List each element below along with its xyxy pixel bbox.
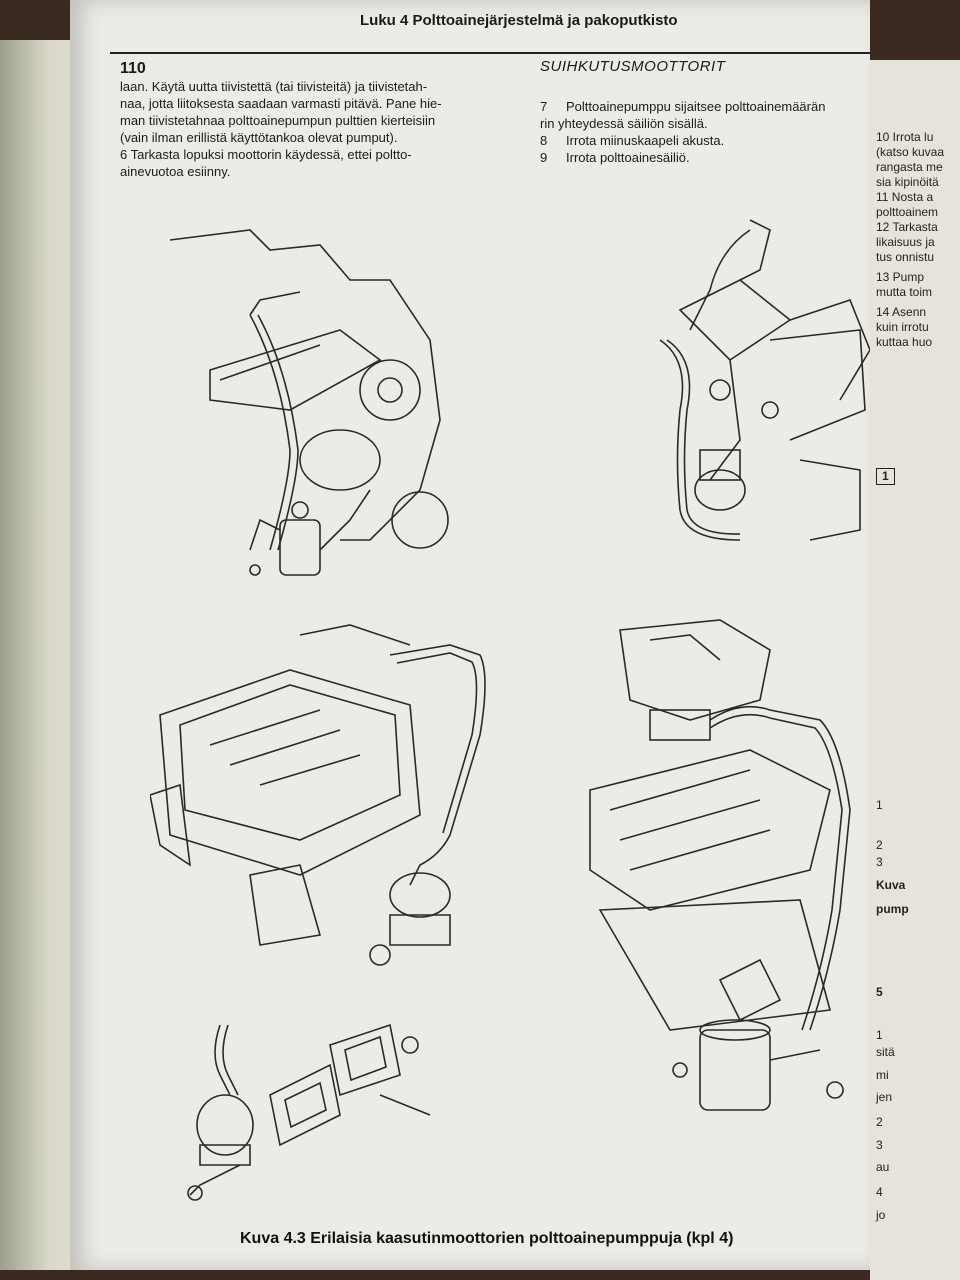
text-line: jo	[876, 1208, 886, 1222]
illustration-engine-top-right	[659, 219, 870, 541]
text-line: polttoainem	[876, 205, 939, 219]
text-line: naa, jotta liitoksesta saadaan varmasti …	[120, 96, 442, 111]
page-number: 110	[120, 60, 146, 77]
text-line: ainevuotoa esiinny.	[120, 164, 231, 179]
text-line: man tiivistetahnaa polttoainepumpun pult…	[120, 113, 436, 128]
text-line: 1	[876, 798, 883, 812]
text-line: sitä	[876, 1045, 895, 1059]
text-line: 3	[876, 855, 883, 869]
text-line: 14 Asenn	[876, 305, 927, 319]
text-line: pump	[876, 902, 909, 916]
text-line: jen	[876, 1090, 893, 1104]
text-line: sia kipinöitä	[876, 175, 939, 189]
illustration-engine-middle-left	[150, 624, 486, 966]
facing-page: 10 Irrota lu (katso kuvaa rangasta me si…	[870, 60, 960, 1280]
text-line: 10 Irrota lu	[876, 130, 934, 144]
text-line: 11 Nosta a	[876, 190, 934, 204]
text-line: 3	[876, 1138, 883, 1152]
text-line: mi	[876, 1068, 889, 1082]
text-line: au	[876, 1160, 890, 1174]
text-line: rangasta me	[876, 160, 943, 174]
text-line: tus onnistu	[876, 250, 935, 264]
left-text-column: laan. Käytä uutta tiivistettä (tai tiivi…	[120, 78, 520, 180]
text-line: 2	[876, 1115, 883, 1129]
text-line: kuin irrotu	[876, 320, 929, 334]
text-line: (katso kuvaa	[876, 145, 945, 159]
book-page: Luku 4 Polttoainejärjestelmä ja pakoputk…	[70, 0, 870, 1270]
text-line: mutta toim	[876, 285, 933, 299]
figure-caption: Kuva 4.3 Erilaisia kaasutinmoottorien po…	[240, 1230, 734, 1247]
text-line: 5	[876, 985, 883, 999]
text-line: 13 Pump	[876, 270, 925, 284]
text-line: Kuva	[876, 878, 906, 892]
text-line: 1	[876, 1028, 883, 1042]
text-line: 4	[876, 1185, 883, 1199]
text-line: 2	[876, 838, 883, 852]
section-title: SUIHKUTUSMOOTTORIT	[540, 58, 726, 75]
text-line: (vain ilman erillistä käyttötankoa oleva…	[120, 130, 398, 145]
illustration-exploded-pump	[187, 1023, 431, 1201]
figure-badge: 1	[876, 468, 895, 485]
illustration-engine-top-left	[169, 229, 449, 576]
chapter-title: Luku 4 Polttoainejärjestelmä ja pakoputk…	[360, 12, 678, 29]
text-line: kuttaa huo	[876, 335, 933, 349]
text-line: 12 Tarkasta	[876, 220, 938, 234]
text-line: laan. Käytä uutta tiivistettä (tai tiivi…	[120, 79, 428, 94]
illustration-engine-middle-right	[589, 619, 851, 1111]
step-7-cont: rin yhteydessä säiliön sisällä.	[540, 116, 708, 131]
text-line: likaisuus ja	[876, 235, 935, 249]
text-line: 6 Tarkasta lopuksi moottorin käydessä, e…	[120, 147, 412, 162]
header-rule	[110, 52, 870, 54]
